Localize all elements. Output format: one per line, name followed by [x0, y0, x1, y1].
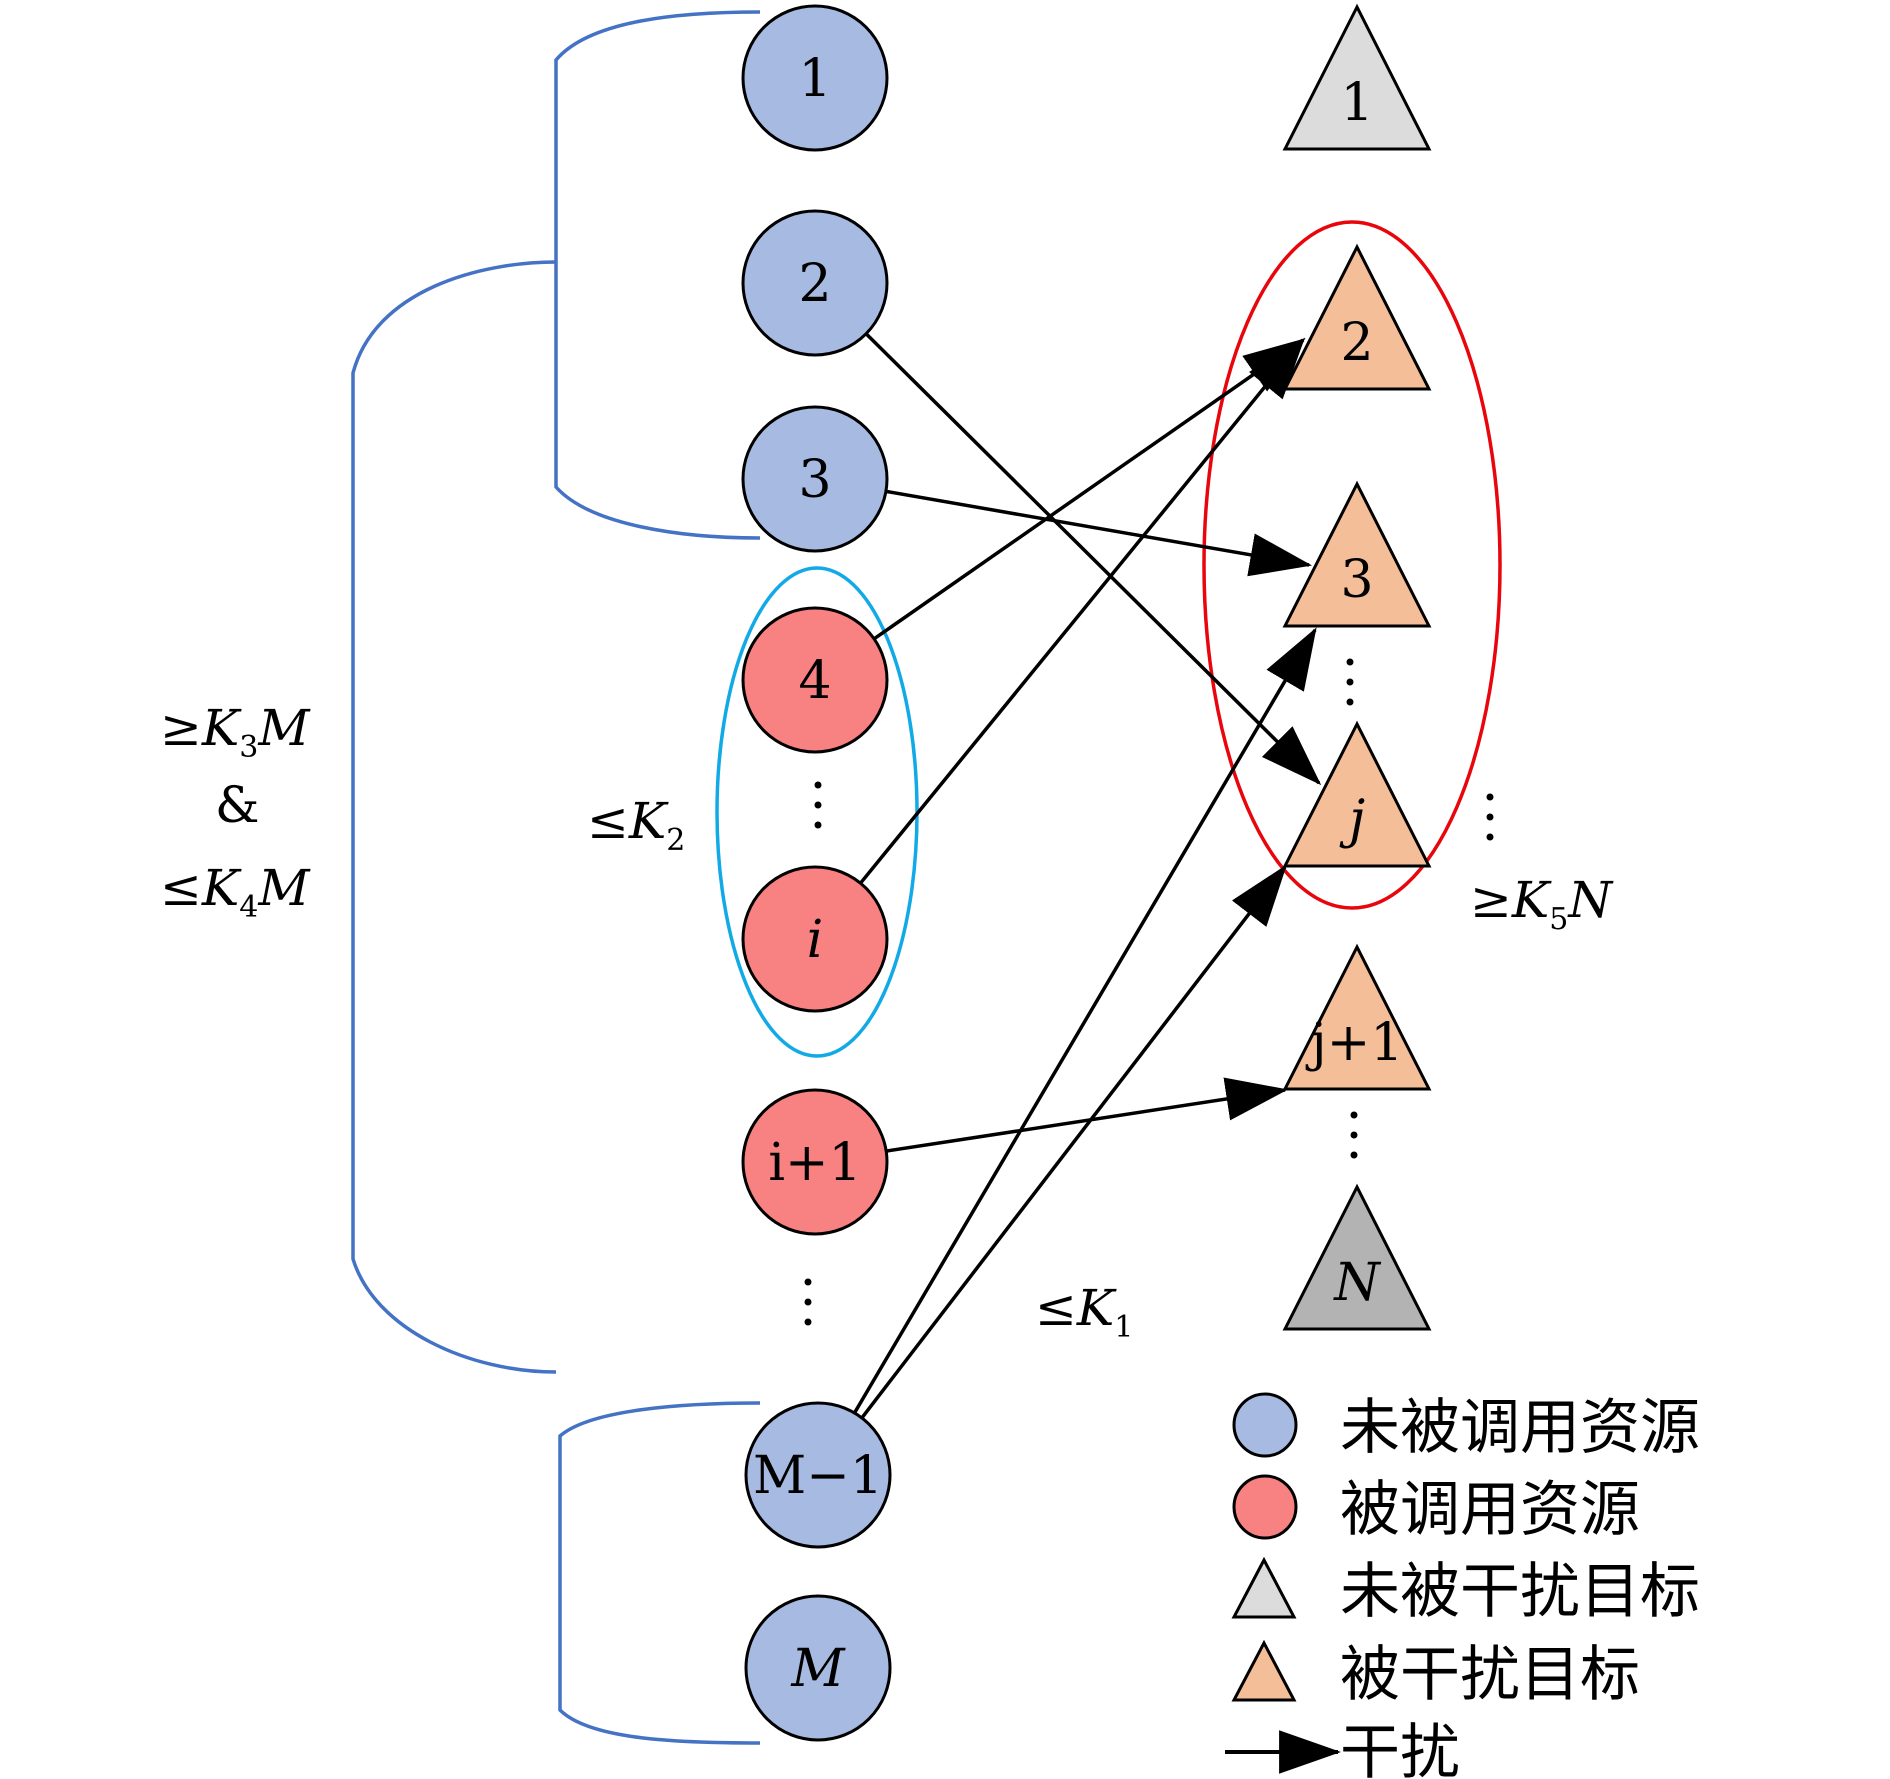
annotations: ≥K3M & ≤K4M ≤K2 ≤K1 ≥K5N: [160, 699, 1614, 1345]
resource-circle: [741, 4, 889, 152]
jam-edge-rM1-to-tj: [860, 864, 1287, 1419]
jam-edge-ri1-to-tj1: [885, 1077, 1289, 1153]
legend-unjammed-target-swatch: [1231, 1556, 1297, 1619]
legend-unjammed-target-label: 未被干扰目标: [1340, 1557, 1700, 1627]
resource-circle: [741, 1088, 889, 1236]
target-triangle: [1282, 943, 1432, 1091]
resource-node-r4: 4: [741, 606, 889, 754]
k1-constraint-label: ≤K1: [1035, 1279, 1133, 1345]
target-triangle: [1282, 1183, 1432, 1331]
resource-nodes: 1 2 3 4 i i+1M−1M: [741, 4, 892, 1742]
resource-circle: [741, 209, 889, 357]
resource-circle: [741, 405, 889, 553]
k2-constraint-label: ≤K2: [587, 792, 685, 858]
resource-label: M−1: [753, 1446, 883, 1506]
target-label: 2: [1340, 313, 1373, 373]
dots-between-3-and-j: [1346, 658, 1354, 706]
legend-used-resource-swatch: [1232, 1474, 1298, 1540]
legend-used-resource-label: 被调用资源: [1340, 1475, 1640, 1545]
resource-label: i+1: [768, 1133, 861, 1193]
dots-right-of-j: [1486, 793, 1494, 841]
target-triangle: [1282, 720, 1432, 868]
ellipsis-dots: [804, 658, 1494, 1326]
jam-edge-r3-to-t3: [885, 489, 1313, 577]
big-bracket-lower-bound: ≥K3M: [160, 699, 311, 765]
resource-node-rM1: M−1: [744, 1401, 892, 1549]
bracket-bottom-resources: [558, 1401, 761, 1745]
dots-between-i1-and-M1: [804, 1278, 812, 1326]
resource-circle: [744, 1401, 892, 1549]
target-label: 3: [1340, 550, 1373, 610]
resource-node-ri1: i+1: [741, 1088, 889, 1236]
target-triangle: [1282, 243, 1432, 391]
jam-edge-r2-to-tj: [864, 332, 1322, 786]
target-node-t2: 2: [1282, 243, 1432, 391]
resource-circle: [741, 865, 889, 1013]
dots-between-4-and-i: [814, 781, 822, 829]
resource-node-ri: i: [741, 865, 889, 1013]
resource-label: 1: [798, 49, 831, 109]
resource-label: 3: [798, 450, 831, 510]
legend-jam-arrow-label: 干扰: [1340, 1718, 1460, 1779]
jam-edge-rM1-to-t3: [852, 627, 1317, 1414]
legend-jammed-target-swatch: [1231, 1639, 1297, 1702]
target-triangle: [1282, 480, 1432, 628]
big-bracket-and: &: [215, 776, 260, 834]
bracket-top-resources: [554, 10, 761, 540]
resource-node-r3: 3: [741, 405, 889, 553]
target-label: 1: [1340, 73, 1373, 133]
jam-edges: [852, 332, 1322, 1419]
dots-between-j1-and-N: [1350, 1111, 1358, 1159]
bracket-big-group: [351, 260, 557, 1374]
k5-constraint-label: ≥K5N: [1470, 871, 1614, 937]
big-bracket-upper-bound: ≤K4M: [160, 859, 311, 925]
target-node-t3: 3: [1282, 480, 1432, 628]
brackets: [351, 10, 761, 1745]
target-label: N: [1332, 1253, 1381, 1313]
target-node-tj1: j+1: [1282, 943, 1432, 1091]
target-node-tN: N: [1282, 1183, 1432, 1331]
jam-edge-ri-to-t2: [859, 337, 1305, 885]
target-node-tj: j: [1282, 720, 1432, 868]
resource-circle: [744, 1594, 892, 1742]
resource-circle: [741, 606, 889, 754]
resource-label: M: [790, 1639, 846, 1699]
jammed-target-group-ellipse: [1202, 220, 1502, 910]
legend-unused-resource-swatch: [1232, 1392, 1298, 1458]
resource-label: 2: [798, 254, 831, 314]
target-label: j+1: [1306, 1013, 1404, 1073]
resource-label: 4: [798, 651, 831, 711]
target-nodes: 1 2 3 j j+1N: [1282, 3, 1432, 1331]
jam-edge-r4-to-t2: [873, 338, 1306, 641]
target-triangle: [1282, 3, 1432, 151]
resource-node-rM: M: [744, 1594, 892, 1742]
legend-unused-resource-label: 未被调用资源: [1340, 1393, 1700, 1463]
legend: 未被调用资源 被调用资源 未被干扰目标 被干扰目标 干扰: [1225, 1392, 1700, 1779]
legend-jammed-target-label: 被干扰目标: [1340, 1640, 1640, 1710]
target-node-t1: 1: [1282, 3, 1432, 151]
resource-node-r1: 1: [741, 4, 889, 152]
resource-label: i: [807, 910, 824, 970]
resource-node-r2: 2: [741, 209, 889, 357]
